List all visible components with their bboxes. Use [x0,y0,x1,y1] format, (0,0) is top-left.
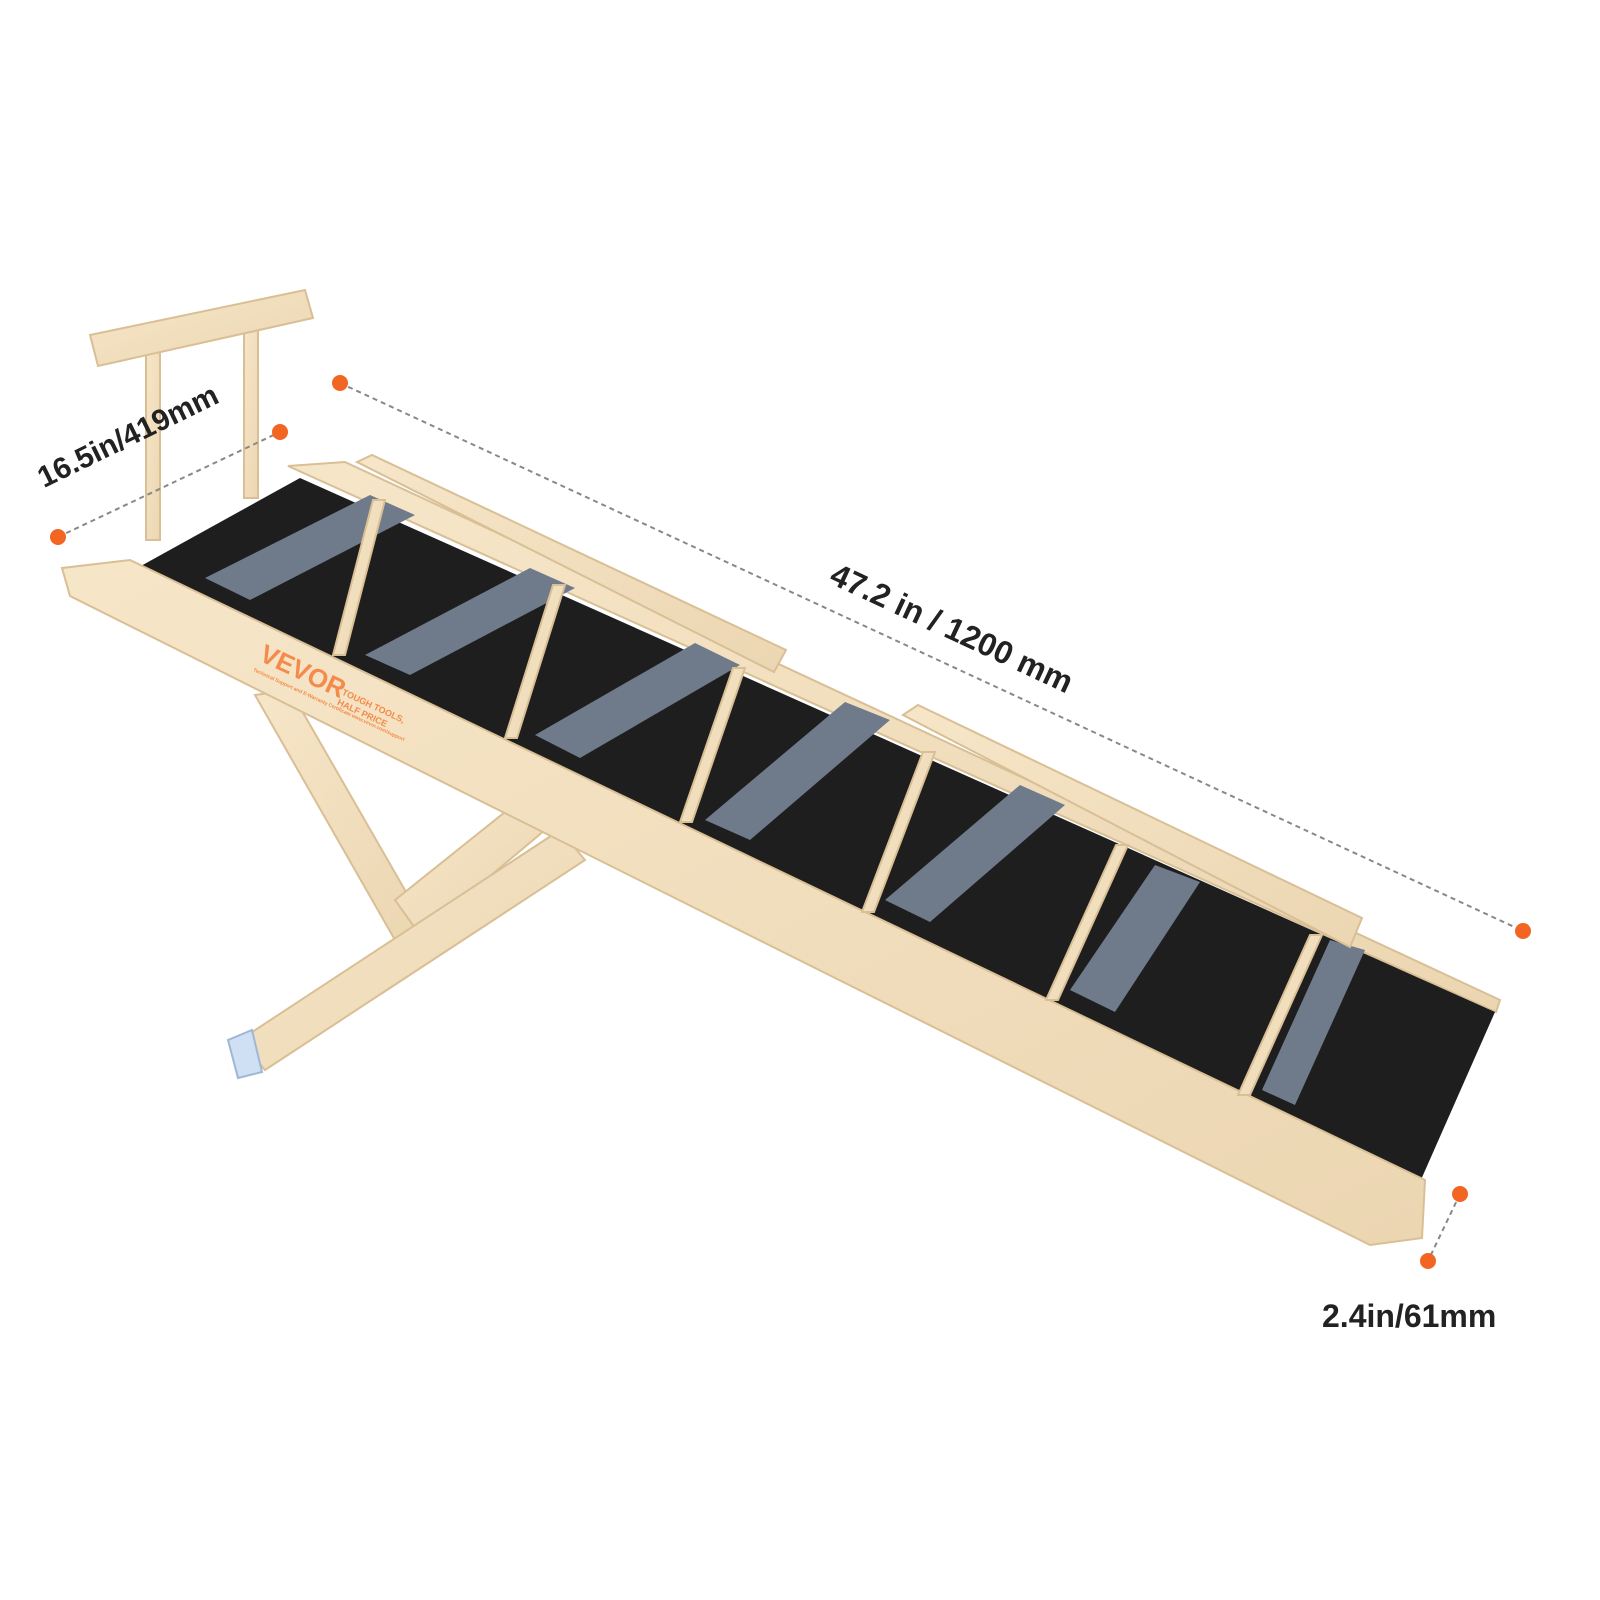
ramp-surface [130,478,1495,1182]
ramp-handle [88,288,315,541]
ramp-back-rail [287,460,1502,1014]
height-dimension-label: 2.4in/61mm [1322,1298,1497,1334]
carpet-strips [205,495,1365,1105]
ramp-legs [226,688,587,1080]
side-rails [331,453,1364,1096]
dimension-markers [50,375,1531,1269]
dimension-lines [57,382,1524,1262]
ramp-side-board [60,558,1427,1247]
